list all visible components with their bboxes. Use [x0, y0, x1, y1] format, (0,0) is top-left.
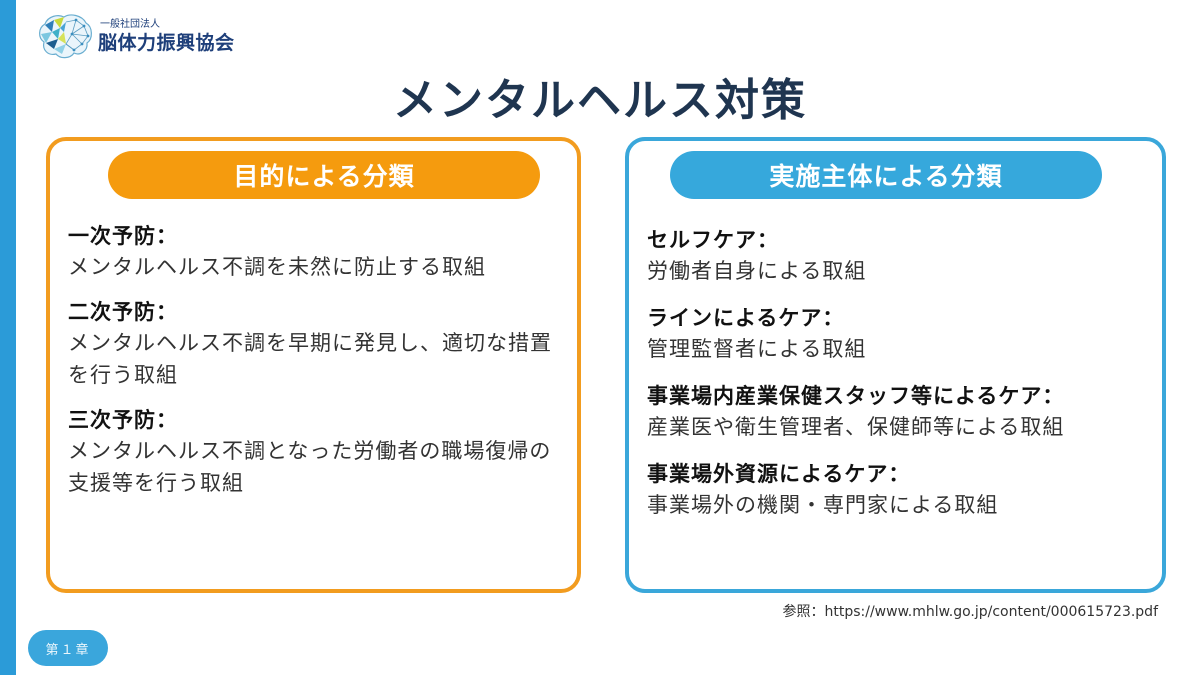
list-item-line-care: ラインによるケア： 管理監督者による取組 — [647, 303, 1152, 365]
list-item-external-resource-care: 事業場外資源によるケア： 事業場外の機関・専門家による取組 — [647, 459, 1152, 521]
actor-list: セルフケア： 労働者自身による取組 ラインによるケア： 管理監督者による取組 事… — [647, 225, 1152, 537]
organization-type: 一般社団法人 — [100, 19, 160, 30]
reference-source-link[interactable]: 参照：https://www.mhlw.go.jp/content/000615… — [782, 604, 1159, 620]
organization-logo: 一般社団法人 脳体力振興協会 — [36, 12, 235, 62]
item-title: ラインによるケア： — [647, 306, 845, 330]
item-description: 産業医や衛生管理者、保健師等による取組 — [647, 415, 1065, 439]
actor-classification-header: 実施主体による分類 — [670, 151, 1102, 199]
item-title: 事業場外資源によるケア： — [647, 462, 911, 486]
page-title: メンタルヘルス対策 — [393, 75, 807, 126]
chapter-badge: 第１章 — [28, 630, 108, 666]
list-item-internal-staff-care: 事業場内産業保健スタッフ等によるケア： 産業医や衛生管理者、保健師等による取組 — [647, 381, 1152, 443]
purpose-list: 一次予防： メンタルヘルス不調を未然に防止する取組 二次予防： メンタルヘルス不… — [68, 221, 567, 513]
item-title: セルフケア： — [647, 228, 779, 252]
item-title: 三次予防： — [68, 408, 178, 432]
side-accent-stripe — [0, 0, 16, 675]
purpose-classification-header: 目的による分類 — [108, 151, 540, 199]
item-title: 二次予防： — [68, 300, 178, 324]
item-title: 一次予防： — [68, 224, 178, 248]
list-item-self-care: セルフケア： 労働者自身による取組 — [647, 225, 1152, 287]
brain-network-icon — [39, 14, 92, 59]
item-description: 管理監督者による取組 — [647, 337, 867, 361]
item-description: メンタルヘルス不調となった労働者の職場復帰の支援等を行う取組 — [68, 439, 552, 495]
item-description: メンタルヘルス不調を未然に防止する取組 — [68, 255, 486, 279]
item-description: 労働者自身による取組 — [647, 259, 867, 283]
item-title: 事業場内産業保健スタッフ等によるケア： — [647, 384, 1065, 408]
actor-classification-panel: 実施主体による分類 セルフケア： 労働者自身による取組 ラインによるケア： 管理… — [625, 137, 1166, 593]
item-description: メンタルヘルス不調を早期に発見し、適切な措置を行う取組 — [68, 331, 552, 387]
organization-name: 脳体力振興協会 — [98, 32, 235, 54]
item-description: 事業場外の機関・専門家による取組 — [647, 493, 999, 517]
purpose-classification-panel: 目的による分類 一次予防： メンタルヘルス不調を未然に防止する取組 二次予防： … — [46, 137, 581, 593]
list-item-tertiary-prevention: 三次予防： メンタルヘルス不調となった労働者の職場復帰の支援等を行う取組 — [68, 405, 567, 499]
list-item-primary-prevention: 一次予防： メンタルヘルス不調を未然に防止する取組 — [68, 221, 567, 283]
list-item-secondary-prevention: 二次予防： メンタルヘルス不調を早期に発見し、適切な措置を行う取組 — [68, 297, 567, 391]
